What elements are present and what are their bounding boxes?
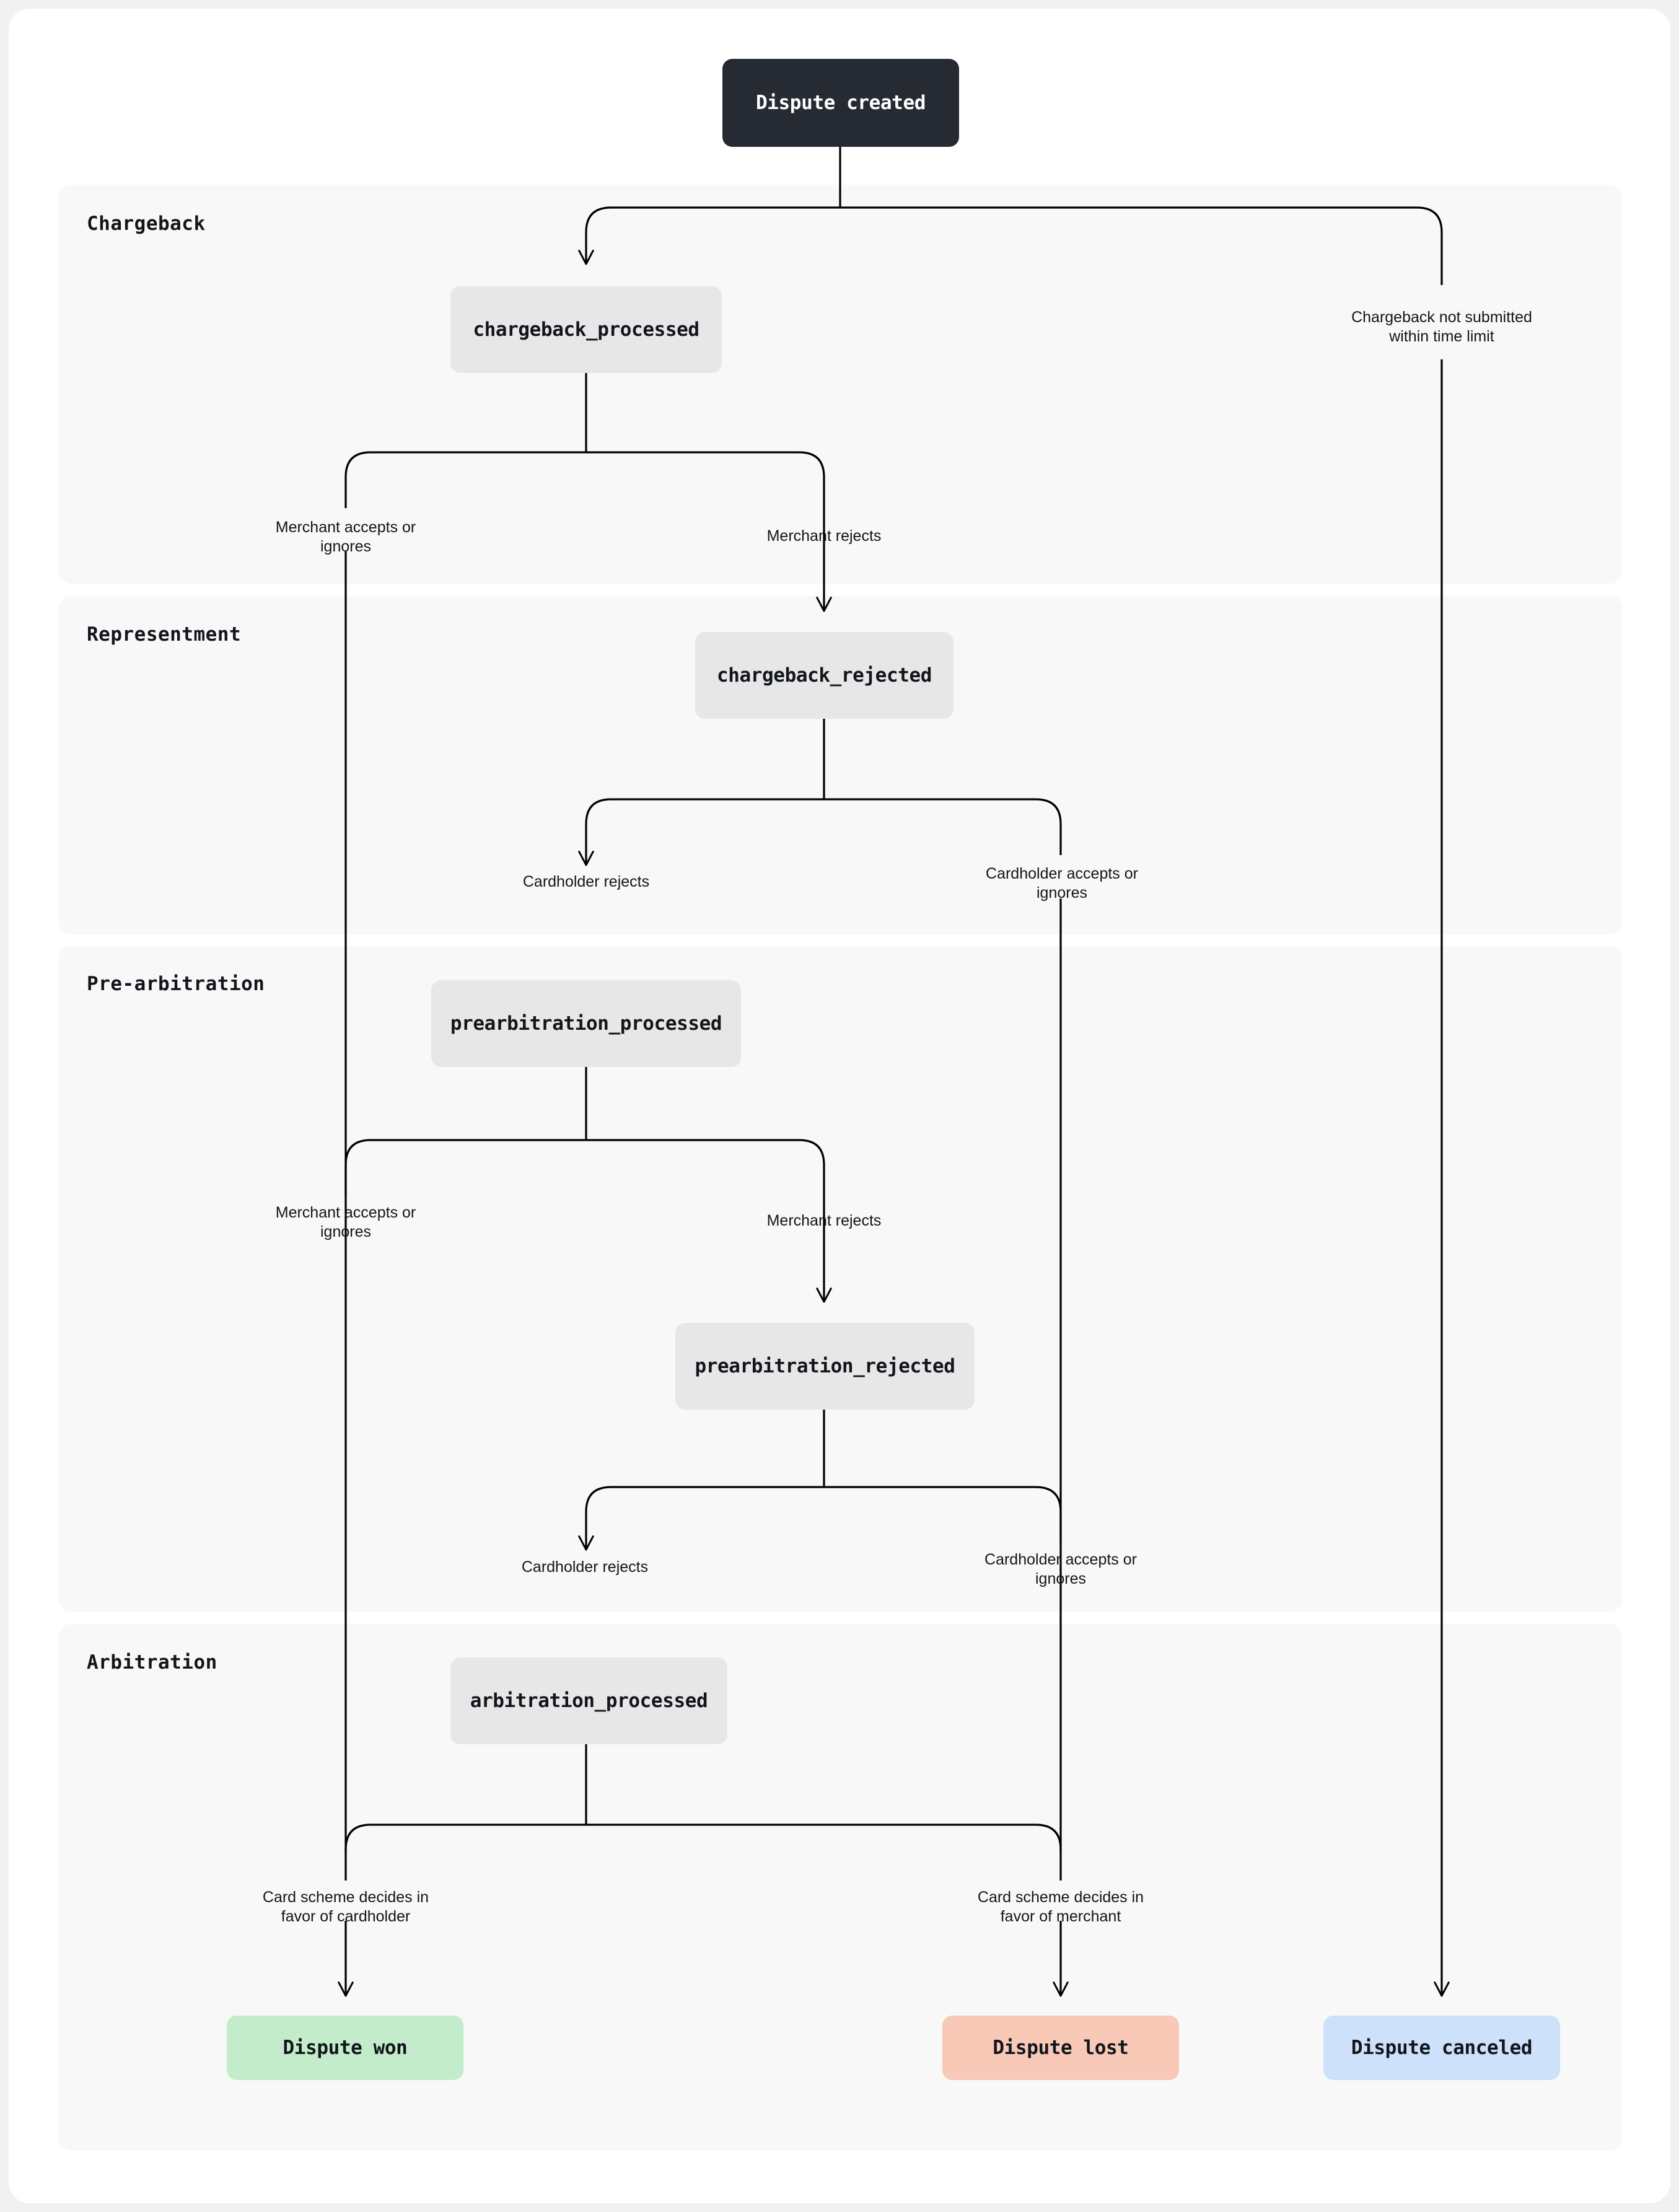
edge-label-scheme-favors-merchant: Card scheme decides in favor of merchant <box>977 1889 1144 1926</box>
node-dispute-won[interactable]: Dispute won <box>227 2016 463 2080</box>
edge-label-merchant-rejects-chargeback: Merchant rejects <box>766 527 882 545</box>
band-label-representment: Representment <box>87 623 242 646</box>
edge-label-not-submitted: Chargeback not submitted within time lim… <box>1351 309 1532 346</box>
node-arbitration-processed[interactable]: arbitration_processed <box>450 1657 727 1744</box>
band-label-arbitration: Arbitration <box>87 1651 217 1674</box>
node-dispute-created[interactable]: Dispute created <box>722 59 959 147</box>
node-chargeback-processed[interactable]: chargeback_processed <box>450 286 722 373</box>
edge-label-merchant-rejects-prearbitration: Merchant rejects <box>766 1212 882 1229</box>
node-prearbitration-processed[interactable]: prearbitration_processed <box>431 980 741 1067</box>
band-prearbitration <box>59 946 1622 1612</box>
edge-label-merchant-accepts-prearbitration: Merchant accepts or ignores <box>275 1204 416 1241</box>
band-chargeback <box>59 185 1622 584</box>
edge-label-cardholder-rejects-representment: Cardholder rejects <box>522 873 650 890</box>
edge-label-merchant-accepts-chargeback: Merchant accepts or ignores <box>275 519 416 556</box>
edge-label-cardholder-rejects-prearbitration: Cardholder rejects <box>521 1558 649 1576</box>
node-prearbitration-rejected[interactable]: prearbitration_rejected <box>675 1323 975 1410</box>
band-label-chargeback: Chargeback <box>87 213 206 235</box>
edge-label-cardholder-accepts-representment: Cardholder accepts or ignores <box>986 865 1138 902</box>
node-chargeback-rejected[interactable]: chargeback_rejected <box>695 632 953 719</box>
node-dispute-canceled[interactable]: Dispute canceled <box>1323 2016 1560 2080</box>
band-label-prearbitration: Pre-arbitration <box>87 973 265 995</box>
edge-label-cardholder-accepts-prearbitration: Cardholder accepts or ignores <box>984 1551 1137 1588</box>
edge-label-scheme-favors-cardholder: Card scheme decides in favor of cardhold… <box>262 1889 429 1926</box>
node-dispute-lost[interactable]: Dispute lost <box>942 2016 1179 2080</box>
